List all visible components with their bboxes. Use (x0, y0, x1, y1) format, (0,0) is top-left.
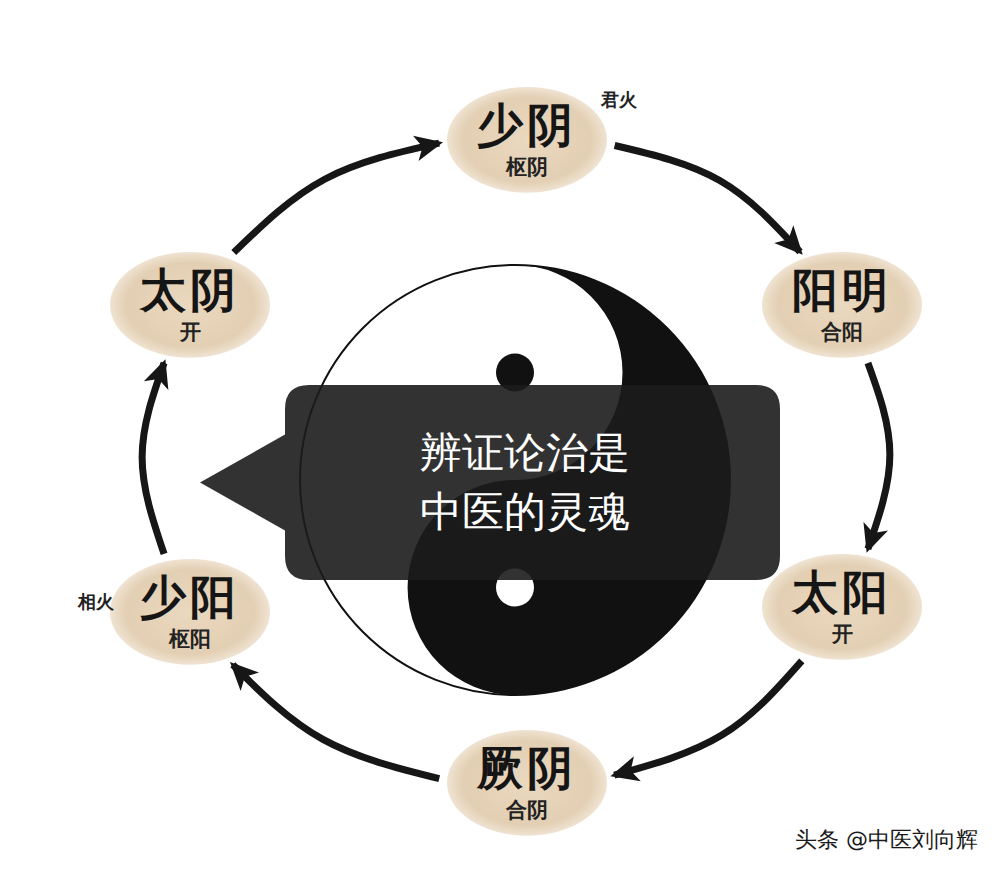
cycle-arrow (614, 661, 802, 775)
channel-name: 太阴 (140, 265, 240, 316)
cycle-arrow (234, 143, 439, 252)
pivot-label: 枢阴 (506, 155, 548, 180)
oval-content: 少阴枢阴 (447, 87, 607, 193)
callout-content: 辨证论治是 中医的灵魂 (285, 385, 780, 580)
channel-oval: 少阳枢阳相火 (110, 559, 270, 665)
channel-oval: 太阴开 (110, 252, 270, 358)
channel-name: 太阳 (792, 567, 892, 618)
oval-outline (762, 252, 922, 358)
oval-content: 阳明合阳 (762, 252, 922, 358)
oval-content: 太阳开 (762, 554, 922, 660)
channel-name: 厥阴 (477, 743, 577, 794)
channel-oval: 太阳开 (762, 554, 922, 660)
callout-outline (200, 385, 780, 580)
pivot-label: 枢阳 (169, 627, 211, 652)
pivot-label: 合阴 (506, 798, 548, 823)
callout-box: 辨证论治是 中医的灵魂 (200, 385, 780, 580)
channel-oval: 少阴枢阴君火 (447, 87, 607, 193)
oval-content: 少阳枢阳 (110, 559, 270, 665)
channel-oval: 厥阴合阴 (447, 730, 607, 836)
oval-outline (762, 554, 922, 660)
channel-name: 阳明 (792, 265, 892, 316)
oval-content: 厥阴合阴 (447, 730, 607, 836)
channel-oval: 阳明合阳 (762, 252, 922, 358)
cycle-arrow (142, 363, 164, 554)
callout-text: 辨证论治是 中医的灵魂 (420, 424, 645, 542)
watermark: 头条 @中医刘向辉 (795, 825, 978, 855)
pivot-label: 开 (832, 622, 853, 647)
callout-shape (200, 385, 780, 580)
channel-name: 少阳 (140, 572, 240, 623)
pivot-label: 开 (180, 320, 201, 345)
oval-content: 太阴开 (110, 252, 270, 358)
cycle-arrow (868, 363, 890, 549)
oval-outline (447, 730, 607, 836)
cycle-arrow (615, 145, 800, 251)
oval-outline (447, 87, 607, 193)
oval-outline (110, 559, 270, 665)
cycle-arrow (233, 665, 439, 779)
channel-name: 少阴 (477, 100, 577, 151)
pivot-label: 合阳 (821, 320, 863, 345)
fire-label: 君火 (601, 89, 637, 111)
fire-label: 相火 (78, 591, 114, 613)
oval-outline (110, 252, 270, 358)
